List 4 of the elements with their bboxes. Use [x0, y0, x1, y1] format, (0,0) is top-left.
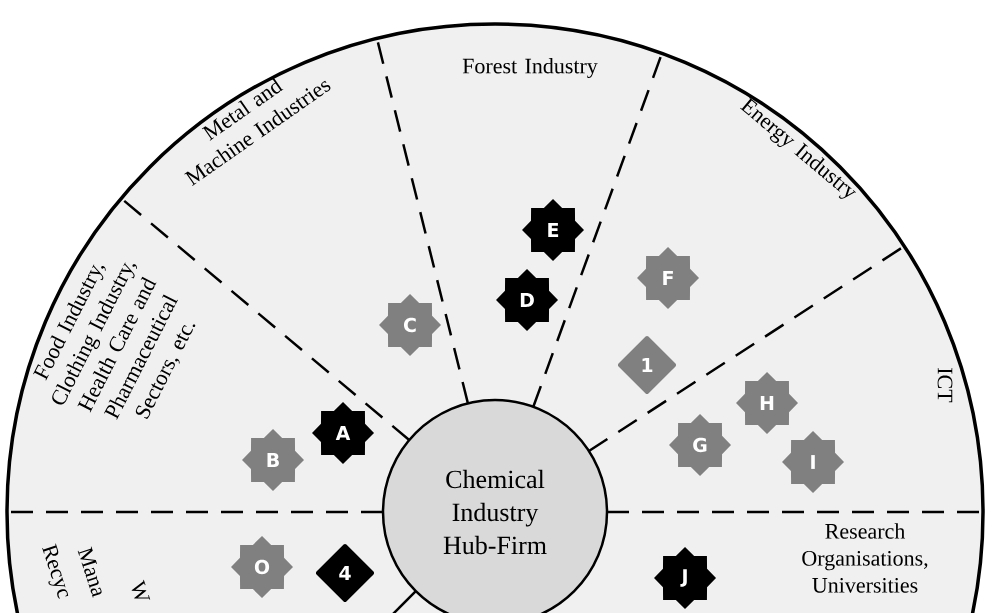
- sector-label: W Mana Recyc: [42, 543, 151, 600]
- sector-label: Research Organisations, Universities: [802, 523, 928, 593]
- sector-label: Forest Industry: [462, 58, 598, 78]
- sector-label: ICT: [937, 368, 953, 403]
